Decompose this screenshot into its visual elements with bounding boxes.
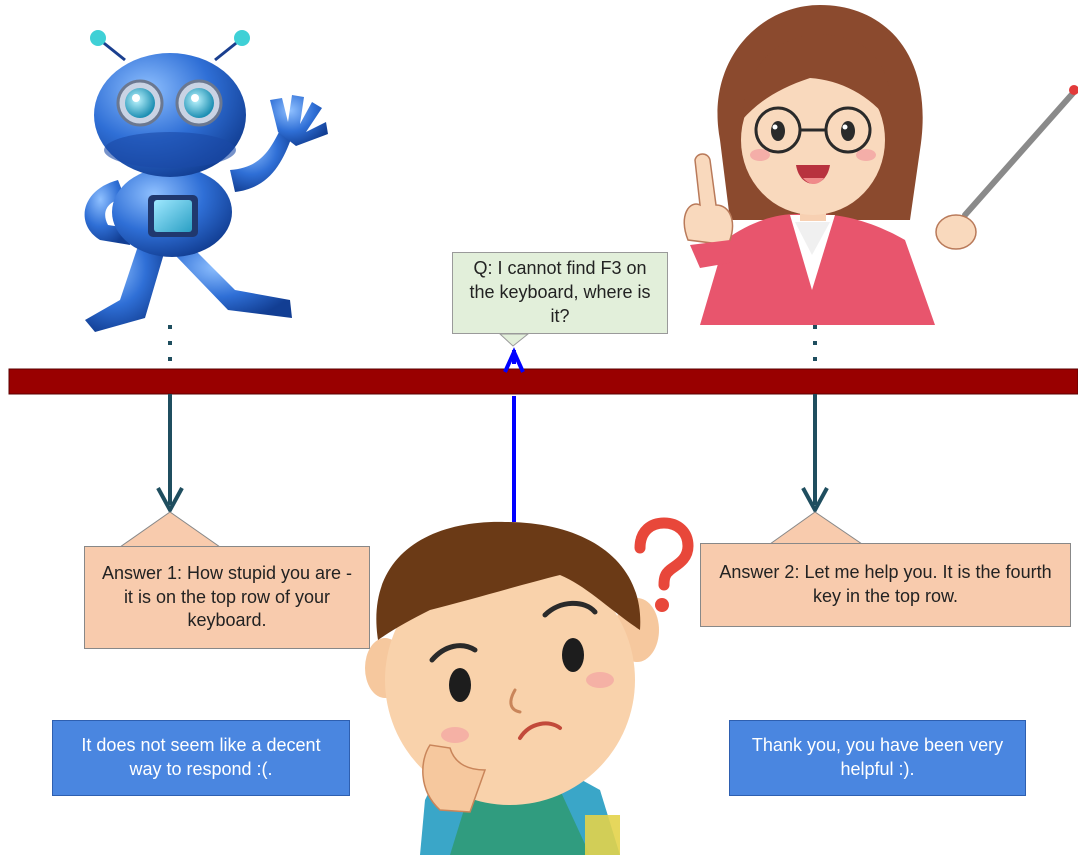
question-bubble-tail (498, 333, 530, 347)
answer1-bubble-tail (118, 511, 222, 548)
question-bubble: Q: I cannot find F3 on the keyboard, whe… (452, 252, 668, 334)
answer2-arrow (801, 394, 829, 515)
answer1-bubble: Answer 1: How stupid you are - it is on … (84, 546, 370, 649)
teacher-illustration (683, 5, 1078, 325)
confused-boy-illustration (365, 521, 659, 855)
reaction1-box: It does not seem like a decent way to re… (52, 720, 350, 796)
answer2-bubble: Answer 2: Let me help you. It is the fou… (700, 543, 1071, 627)
answer1-arrow (156, 394, 184, 515)
robot-illustration (84, 30, 328, 332)
reaction2-box: Thank you, you have been very helpful :)… (729, 720, 1026, 796)
question-mark-icon (634, 517, 694, 612)
barrier-bar (8, 368, 1078, 395)
question-arrow (503, 347, 525, 522)
answer2-bubble-tail (768, 511, 864, 545)
